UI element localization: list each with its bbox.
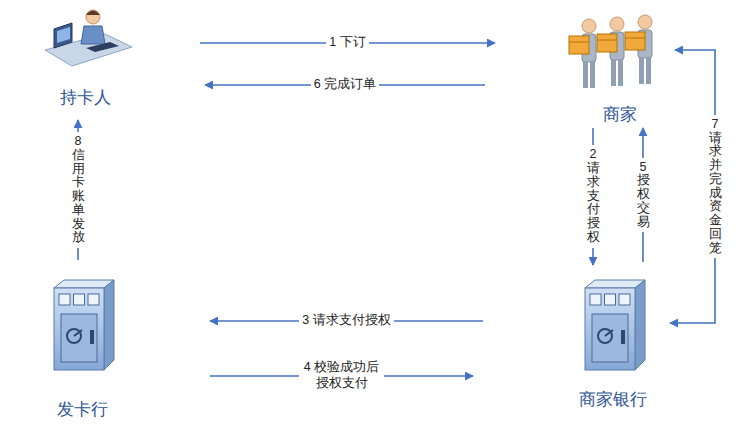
actor-node: 发卡行: [35, 275, 130, 420]
actor-node: 商家: [565, 10, 675, 125]
actor-label: 发卡行: [57, 400, 108, 420]
actor-label: 商家: [603, 105, 637, 125]
step-label: 1 下订: [326, 35, 368, 51]
porter-figure: [597, 17, 624, 86]
step-label: 6 完成订单: [311, 77, 379, 93]
cardholder-icon: [45, 10, 132, 66]
step-label: 7 请求并完成 资金回笼: [709, 115, 722, 259]
actor-label: 商家银行: [579, 390, 647, 410]
step-label: 8 信用卡账单 发放: [72, 132, 85, 248]
step-label: 2 请求 支付授权: [587, 145, 600, 247]
step-label: 4 校验成功后 授权支付: [299, 360, 384, 391]
merchant-icon: [569, 15, 652, 88]
step-label: 5 授权交易: [637, 158, 650, 233]
actor-node: 持卡人: [35, 8, 135, 108]
step-label: 3 请求支付授权: [299, 313, 393, 329]
bank-building-icon: [54, 280, 114, 370]
actor-label: 持卡人: [60, 88, 111, 108]
actor-node: 商家银行: [555, 275, 670, 410]
porter-figure: [569, 19, 596, 88]
bank-building-icon: [585, 280, 645, 370]
porter-figure: [625, 15, 652, 84]
